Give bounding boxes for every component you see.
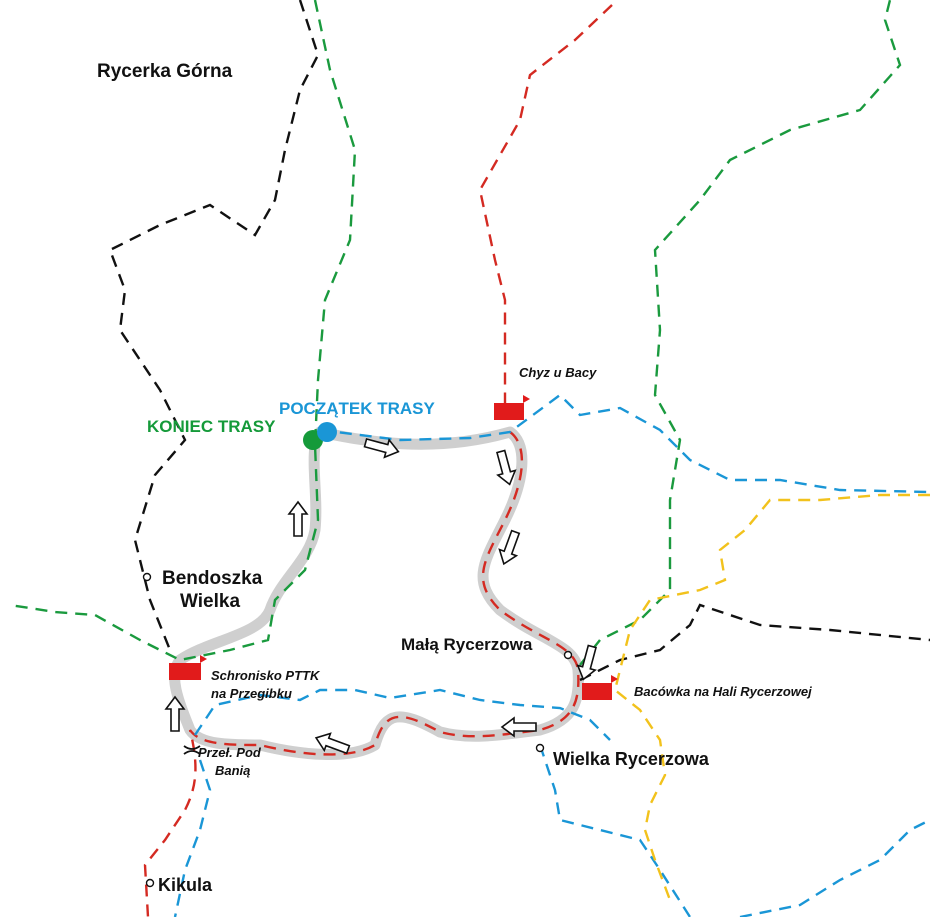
start-marker: [317, 422, 337, 442]
direction-arrow-icon: [287, 500, 309, 537]
label-schronisko-2: na Przegibku: [211, 686, 292, 701]
label-end: KONIEC TRASY: [147, 417, 276, 436]
peak-dot-icon: [142, 572, 152, 582]
blue-trail: [173, 393, 930, 917]
peak-dot-icon: [145, 878, 155, 888]
label-kikula: Kikula: [158, 875, 213, 895]
direction-arrow-icon: [576, 644, 597, 681]
label-schronisko-1: Schronisko PTTK: [211, 668, 321, 683]
peak-dot-icon: [535, 743, 545, 753]
direction-arrow-icon: [314, 732, 351, 755]
direction-arrow-icon: [500, 716, 537, 738]
label-bendoszka-2: Wielka: [180, 591, 240, 612]
label-bacowka: Bacówka na Hali Rycerzowej: [634, 684, 812, 699]
red-trail: [143, 4, 613, 917]
pass-cross-icon: [183, 745, 201, 755]
label-rycerka-gorna: Rycerka Górna: [97, 61, 233, 82]
label-przelecz-1: Przeł. Pod: [198, 745, 262, 760]
peak-dot-icon: [563, 650, 573, 660]
label-przelecz-2: Banią: [215, 763, 250, 778]
shelter-icon: [582, 675, 618, 700]
black-trail: [108, 0, 930, 682]
direction-arrow-icon: [363, 438, 400, 459]
label-mala-rycerzowa: Małą Rycerzowa: [401, 635, 533, 654]
yellow-trail: [613, 493, 930, 901]
direction-arrow-icon: [498, 529, 521, 566]
label-chyz: Chyz u Bacy: [519, 365, 597, 380]
direction-arrow-icon: [164, 695, 186, 732]
label-start: POCZĄTEK TRASY: [279, 399, 436, 418]
label-bendoszka-1: Bendoszka: [162, 568, 263, 589]
shelter-icon: [494, 395, 530, 420]
direction-arrow-icon: [496, 449, 517, 486]
shelter-icon: [169, 655, 207, 680]
label-wielka-rycerzowa: Wielka Rycerzowa: [553, 749, 710, 769]
green-trail: [9, 0, 902, 666]
